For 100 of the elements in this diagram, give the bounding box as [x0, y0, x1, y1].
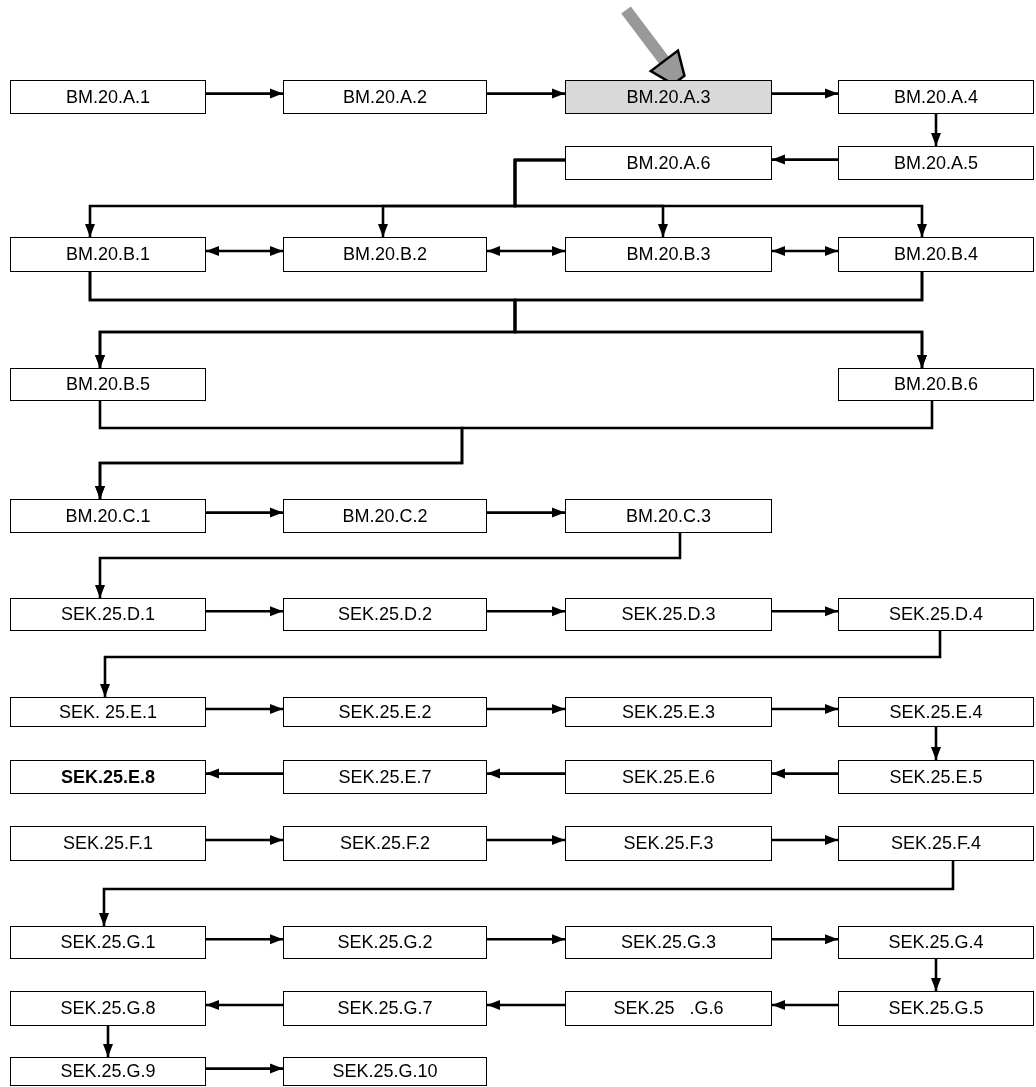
arrow: [206, 246, 283, 256]
process-box: [565, 499, 772, 533]
process-box: [565, 926, 772, 959]
process-box: [565, 826, 772, 861]
process-box: [838, 991, 1034, 1026]
arrow: [772, 246, 838, 256]
process-box: [565, 991, 772, 1026]
step-label: SEK.25.E.3: [621, 701, 716, 723]
process-box: [10, 80, 206, 114]
process-box: [10, 926, 206, 959]
step-label: SEK.25.G.4: [888, 932, 984, 953]
process-box: [838, 760, 1034, 794]
step-label: SEK.25.E.2: [338, 701, 432, 723]
step-label: SEK.25.D.4: [888, 604, 984, 625]
step-label: SEK.25.G.7: [337, 998, 433, 1019]
process-box: [10, 697, 206, 727]
step-label: BM.20.B.3: [626, 244, 711, 265]
arrow: [772, 154, 838, 165]
process-box: [283, 991, 487, 1026]
process-box: [10, 237, 206, 272]
process-box: [565, 760, 772, 794]
step-label: SEK.25.D.2: [337, 604, 433, 625]
arrow: [487, 88, 565, 99]
arrow: [100, 631, 942, 697]
arrow: [206, 1000, 283, 1010]
arrow: [931, 727, 941, 760]
step-label: SEK.25.D.1: [60, 604, 156, 625]
process-box: [283, 598, 487, 631]
arrow: [206, 507, 283, 518]
step-label: SEK.25.E.7: [338, 766, 432, 788]
process-box: [565, 237, 772, 272]
process-box: [10, 826, 206, 861]
arrow: [513, 158, 927, 237]
step-label: SEK.25.F.2: [339, 833, 431, 854]
step-label: SEK.25.G.3: [620, 932, 717, 953]
arrow: [206, 606, 283, 617]
step-label: SEK.25.G.10: [332, 1061, 438, 1082]
process-box: [838, 926, 1034, 959]
arrow: [772, 768, 838, 779]
step-label: SEK.25 .G.6: [613, 998, 724, 1019]
process-box: [10, 598, 206, 631]
step-label: SEK.25.F.4: [890, 833, 982, 854]
process-box: [283, 760, 487, 794]
step-label: SEK.25.G.2: [337, 932, 433, 953]
step-label: BM.20.A.2: [342, 86, 427, 108]
step-label: BM.20.B.4: [893, 244, 978, 265]
arrow: [206, 704, 283, 714]
step-label: BM.20.C.3: [625, 505, 711, 527]
arrow: [772, 606, 838, 617]
step-label: SEK.25.G.1: [60, 932, 156, 953]
step-label: BM.20.A.1: [65, 86, 150, 108]
arrow: [513, 272, 927, 368]
arrow: [487, 1000, 565, 1010]
step-label: SEK.25.G.5: [888, 998, 984, 1019]
step-label: SEK.25.D.3: [621, 604, 716, 625]
arrow: [487, 606, 565, 617]
process-box: [283, 237, 487, 272]
process-box: [283, 499, 487, 533]
arrow: [772, 1000, 838, 1010]
step-label: BM.20.B.6: [893, 374, 978, 395]
process-box: [838, 598, 1034, 631]
process-box: [10, 499, 206, 533]
process-box: [565, 697, 772, 727]
process-box: [838, 146, 1034, 180]
step-label: SEK.25.E.6: [621, 766, 716, 788]
process-box: [10, 991, 206, 1026]
step-label: SEK.25.G.8: [60, 998, 156, 1019]
arrow: [772, 934, 838, 945]
arrow: [95, 533, 682, 598]
step-label: BM.20.B.5: [65, 374, 150, 395]
process-box: [838, 826, 1034, 861]
process-box: [565, 146, 772, 180]
process-box: [283, 697, 487, 727]
arrow: [206, 835, 283, 845]
arrow: [206, 934, 283, 945]
process-box: [283, 80, 487, 114]
process-box: [565, 80, 772, 114]
arrow: [931, 959, 941, 991]
process-box: [838, 368, 1034, 401]
process-box: [283, 1057, 487, 1086]
arrow: [206, 88, 283, 99]
step-label: SEK.25.F.3: [623, 833, 714, 854]
step-label: BM.20.C.2: [342, 505, 428, 527]
arrow: [931, 114, 941, 146]
step-label: SEK.25.E.5: [889, 766, 983, 788]
arrow: [772, 835, 838, 845]
arrow: [206, 768, 283, 779]
arrow: [487, 507, 565, 518]
process-box: [283, 826, 487, 861]
arrow: [103, 1026, 113, 1057]
process-box: [838, 237, 1034, 272]
arrow: [95, 401, 934, 499]
process-box: [10, 760, 206, 794]
step-label: SEK.25.E.4: [889, 701, 983, 723]
arrow: [487, 934, 565, 945]
step-label: SEK. 25.E.1: [58, 701, 158, 723]
step-label: SEK.25.G.9: [60, 1061, 156, 1082]
step-label: BM.20.A.5: [893, 152, 978, 174]
step-label: SEK.25.E.8: [60, 766, 156, 788]
step-label: BM.20.B.1: [65, 244, 150, 265]
